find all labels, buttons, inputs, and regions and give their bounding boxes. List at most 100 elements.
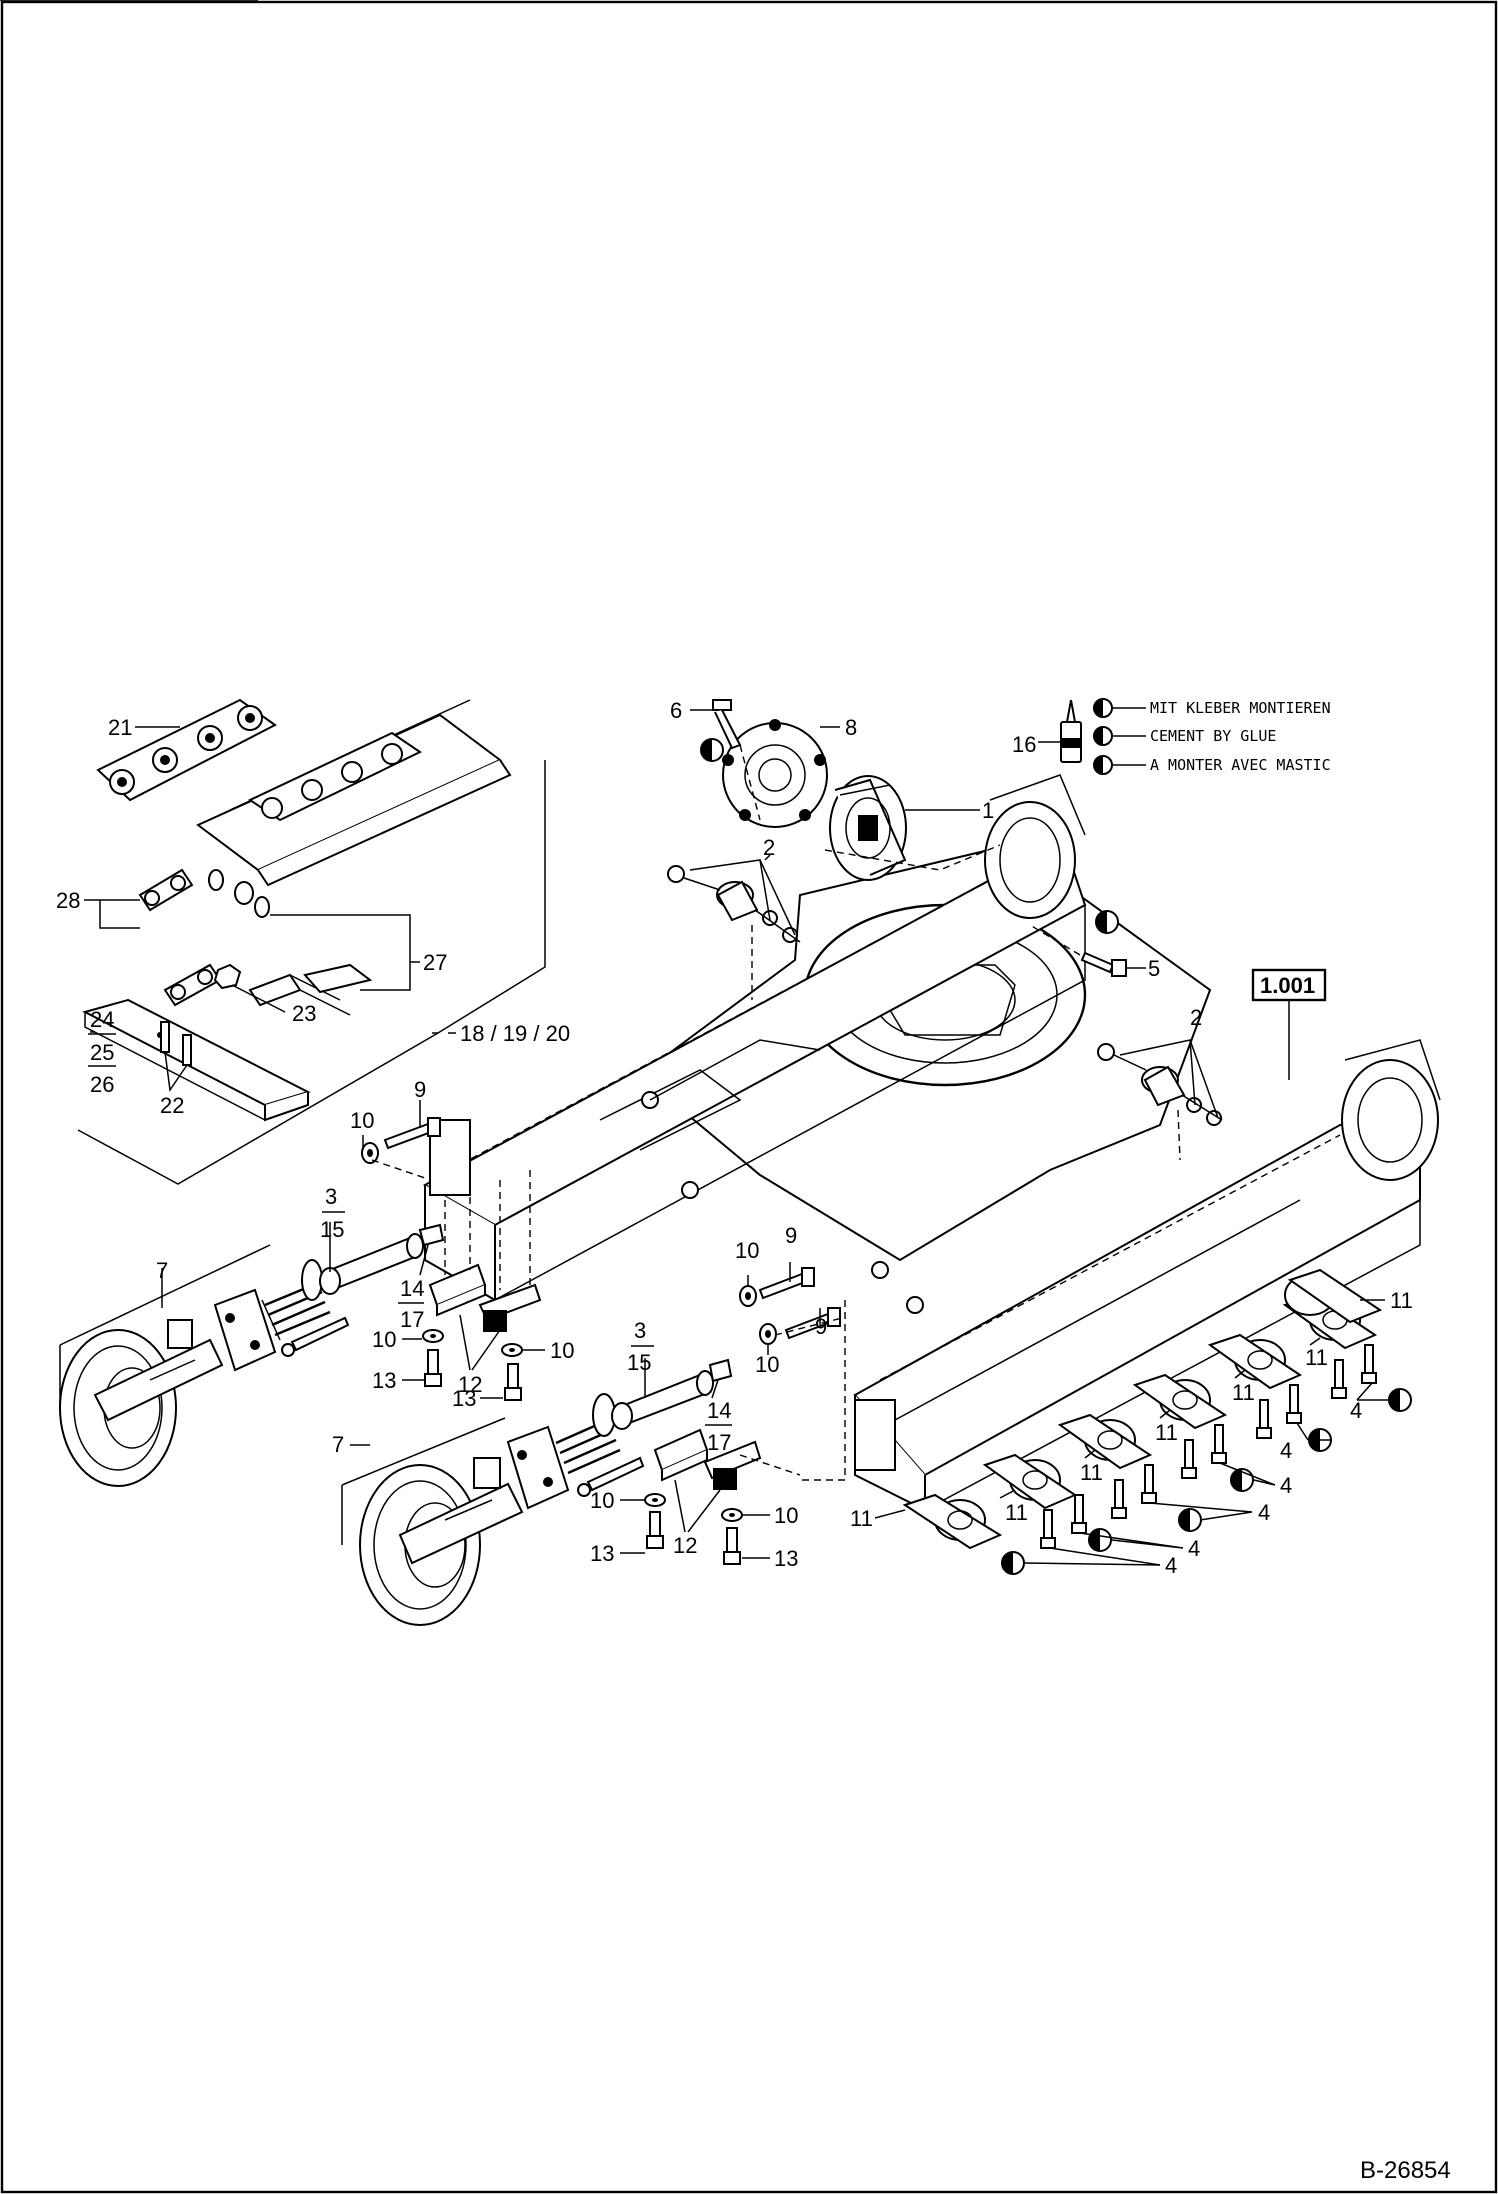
callout-4-d: 4 <box>1280 1473 1292 1498</box>
callout-10-middle-a: 10 <box>735 1238 759 1263</box>
callout-10-middle-b: 10 <box>755 1352 779 1377</box>
idler-wheel-left <box>59 1319 224 1487</box>
callout-4-a: 4 <box>1165 1553 1177 1578</box>
callout-11-b: 11 <box>1005 1500 1028 1525</box>
callout-8: 8 <box>845 715 857 740</box>
undercarriage-frame <box>422 774 1441 1512</box>
sprocket-bolt <box>712 699 742 750</box>
callout-11-c: 11 <box>1080 1460 1103 1485</box>
track-pin-icon <box>248 963 373 1016</box>
legend: MIT KLEBER MONTIEREN CEMENT BY GLUE A MO… <box>1012 698 1331 775</box>
bracket-bolt <box>758 1267 841 1340</box>
callout-2-upper: 2 <box>763 835 775 860</box>
track-roller-1 <box>902 1493 1003 1550</box>
callout-17-left: 17 <box>400 1307 424 1332</box>
callout-23: 23 <box>292 1001 316 1026</box>
callout-22: 22 <box>160 1093 184 1118</box>
callout-14-left: 14 <box>400 1276 424 1301</box>
callout-10-upper: 10 <box>350 1108 374 1133</box>
bracket-washer <box>361 1142 379 1164</box>
callout-3-right: 3 <box>634 1318 646 1343</box>
track-roller-4 <box>1132 1373 1228 1430</box>
callout-3-left: 3 <box>325 1184 337 1209</box>
callout-10-right-b: 10 <box>774 1503 798 1528</box>
callout-14-right: 14 <box>707 1398 731 1423</box>
callout-12-left: 12 <box>458 1372 482 1397</box>
callout-24: 24 <box>90 1007 114 1032</box>
callout-25: 25 <box>90 1040 114 1065</box>
track-chain-link-icon <box>96 698 277 802</box>
legend-text-de: MIT KLEBER MONTIEREN <box>1150 699 1331 717</box>
glue-half-circle-icon <box>1095 910 1119 934</box>
callout-11-g: 11 <box>1390 1288 1413 1313</box>
callout-5: 5 <box>1148 956 1160 981</box>
slide-bolt <box>424 1349 522 1401</box>
callout-26: 26 <box>90 1072 114 1097</box>
callout-4-f: 4 <box>1350 1398 1362 1423</box>
track-nut-icon <box>213 963 242 990</box>
callout-6: 6 <box>670 698 682 723</box>
idler-wheel-right <box>359 1457 524 1626</box>
recoil-spring-left <box>213 1259 350 1372</box>
grease-nipple-group-a <box>667 865 801 943</box>
reference-box-label: 1.001 <box>1260 973 1315 998</box>
glue-half-circle-icon <box>700 738 724 762</box>
travel-drive-motor <box>829 775 907 881</box>
callout-28: 28 <box>56 888 80 913</box>
track-roller-5 <box>1207 1333 1303 1390</box>
legend-text-fr: A MONTER AVEC MASTIC <box>1150 756 1331 774</box>
link-plate-icon <box>138 868 270 1007</box>
glue-half-circle-icon <box>1093 698 1113 775</box>
callout-15-right: 15 <box>627 1350 651 1375</box>
callout-13-right-b: 13 <box>774 1546 798 1571</box>
callout-9-upper: 9 <box>414 1077 426 1102</box>
document-reference: B-26854 <box>1360 2157 1451 2184</box>
callout-1: 1 <box>982 798 994 823</box>
callout-15-left: 15 <box>320 1217 344 1242</box>
roller-bolt-group <box>1040 1344 1377 1549</box>
bracket-bolt <box>383 1117 441 1150</box>
callout-17-right: 17 <box>707 1430 731 1455</box>
glue-half-circle-icon <box>1001 1388 1412 1575</box>
callout-9-middle-a: 9 <box>785 1223 797 1248</box>
callout-11-e: 11 <box>1232 1380 1255 1405</box>
callout-2-lower: 2 <box>1190 1005 1202 1030</box>
callout-13-left-b: 13 <box>452 1386 476 1411</box>
grouser-shoe-icon <box>82 998 311 1122</box>
callout-13-right-a: 13 <box>590 1541 614 1566</box>
callout-11-a: 11 <box>850 1506 873 1531</box>
callout-11-d: 11 <box>1155 1420 1178 1445</box>
track-roller-7 <box>1284 1268 1383 1324</box>
callout-7-right: 7 <box>332 1432 344 1457</box>
callout-10-left-a: 10 <box>372 1327 396 1352</box>
callout-4-e: 4 <box>1280 1438 1292 1463</box>
reference-box: 1.001 <box>1251 968 1327 1080</box>
callout-21: 21 <box>108 715 132 740</box>
callout-11-f: 11 <box>1305 1345 1328 1370</box>
callout-7-left: 7 <box>156 1258 168 1283</box>
callout-16: 16 <box>1012 732 1036 757</box>
callout-10-left-b: 10 <box>550 1338 574 1363</box>
callout-27: 27 <box>423 950 447 975</box>
track-group-label: 18 / 19 / 20 <box>460 1021 570 1046</box>
track-roller-2 <box>982 1453 1078 1510</box>
slide-block-right <box>653 1428 762 1490</box>
callout-10-right-a: 10 <box>590 1488 614 1513</box>
track-detail-group: 18 / 19 / 20 21 <box>0 0 570 1185</box>
callout-13-left-a: 13 <box>372 1368 396 1393</box>
callout-4-b: 4 <box>1188 1536 1200 1561</box>
legend-text-en: CEMENT BY GLUE <box>1150 727 1276 745</box>
idler-shaft-right <box>611 1358 733 1430</box>
track-roller-3 <box>1057 1413 1153 1470</box>
drive-sprocket <box>722 719 828 828</box>
callout-4-c: 4 <box>1258 1500 1270 1525</box>
idler-shaft-left <box>319 1223 445 1295</box>
slide-block-left <box>428 1263 542 1332</box>
slide-washer <box>644 1493 743 1522</box>
callout-12-right: 12 <box>673 1533 697 1558</box>
slide-bolt <box>646 1511 741 1565</box>
track-shoe-plate-icon <box>0 0 512 887</box>
